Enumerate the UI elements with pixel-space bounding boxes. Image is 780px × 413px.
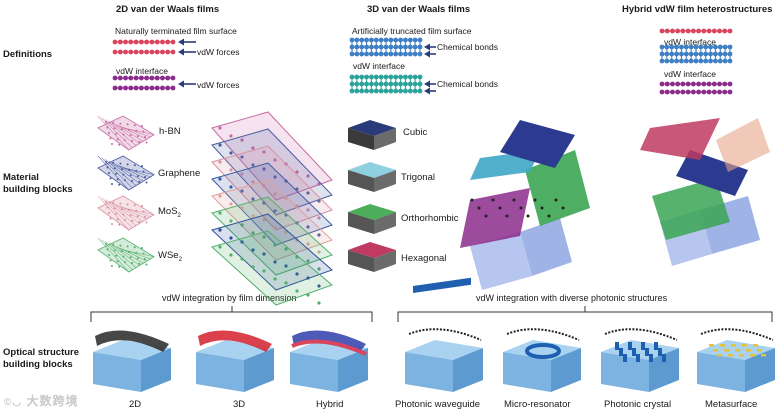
optical-structure-2 xyxy=(290,330,368,392)
optical-structure-0 xyxy=(93,330,171,392)
sheet-2d-1 xyxy=(97,155,155,191)
row-label-definitions: Definitions xyxy=(3,49,53,60)
material-label-wse2: WSe2 xyxy=(158,250,182,263)
sheet-2d-3 xyxy=(97,237,155,273)
material-label-mos2: MoS2 xyxy=(158,206,181,219)
material-label-graphene: Graphene xyxy=(158,168,201,179)
row-label-optical-blocks: Optical structure building blocks xyxy=(3,347,80,370)
bond-label-3d-bottom: Chemical bonds xyxy=(437,79,498,89)
watermark: ©◡ 大数跨境 xyxy=(4,394,79,408)
bracket-photonic-structures xyxy=(397,306,773,322)
force-label-2d-top: vdW forces xyxy=(197,47,240,57)
optical-label-2d: 2D xyxy=(129,399,142,410)
surface-label-3d: Artificially truncated film surface xyxy=(352,26,472,36)
optical-structure-5 xyxy=(601,328,679,392)
interface-label-3d: vdW interface xyxy=(353,61,405,71)
sheet-2d-2 xyxy=(97,195,155,231)
heterostructure-3d-stack xyxy=(460,120,590,290)
sheet-2d-0 xyxy=(97,115,155,151)
block-3d-0 xyxy=(348,120,396,150)
force-label-2d-bottom: vdW forces xyxy=(197,80,240,90)
bracket-film-dimension xyxy=(90,306,373,322)
material-label-cubic: Cubic xyxy=(403,127,428,138)
column-title-hybrid: Hybrid vdW film heterostructures xyxy=(622,4,773,15)
optical-structure-6 xyxy=(697,328,775,392)
heterostructure-2d-stack xyxy=(210,111,333,306)
material-label-orthorhombic: Orthorhombic xyxy=(401,213,459,224)
interface-label-hybrid-top: vdW interface xyxy=(664,37,716,47)
optical-label-photonic-crystal: Photonic crystal xyxy=(604,399,672,410)
group-title-film-dimension: vdW integration by film dimension xyxy=(162,293,297,303)
interface-label-2d: vdW interface xyxy=(116,66,168,76)
group-title-photonic-structures: vdW integration with diverse photonic st… xyxy=(476,293,668,303)
block-3d-3 xyxy=(348,242,396,272)
heterostructure-hybrid-stack xyxy=(640,118,770,266)
bond-label-3d-top: Chemical bonds xyxy=(437,42,498,52)
optical-structure-1 xyxy=(196,330,274,392)
material-label-hexagonal: Hexagonal xyxy=(401,253,447,264)
optical-structure-4 xyxy=(503,328,581,392)
column-title-2d: 2D van der Waals films xyxy=(116,4,220,15)
optical-label-3d: 3D xyxy=(233,399,246,410)
optical-label-microresonator: Micro-resonator xyxy=(504,399,571,410)
surface-label-2d: Naturally terminated film surface xyxy=(115,26,237,36)
material-label-trigonal: Trigonal xyxy=(401,172,435,183)
optical-label-waveguide: Photonic waveguide xyxy=(395,399,481,410)
material-label-hbn: h-BN xyxy=(159,126,181,137)
definition-2d-diagram xyxy=(112,38,196,91)
optical-label-metasurface: Metasurface xyxy=(705,399,758,410)
block-3d-2 xyxy=(348,204,396,234)
interface-label-hybrid-bottom: vdW interface xyxy=(664,69,716,79)
optical-structure-3 xyxy=(405,277,483,392)
column-title-3d: 3D van der Waals films xyxy=(367,4,471,15)
row-label-material-blocks: Material building blocks xyxy=(3,172,73,195)
block-3d-1 xyxy=(348,162,396,192)
optical-label-hybrid: Hybrid xyxy=(316,399,344,410)
watermark-logo-icon: ©◡ xyxy=(4,397,23,408)
